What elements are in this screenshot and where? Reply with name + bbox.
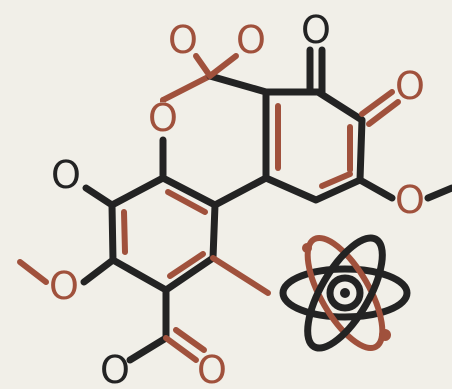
atom-o-ketone-right: O <box>395 64 425 108</box>
right-ring <box>262 88 366 204</box>
atom-o-ketone-top: O <box>301 8 331 52</box>
atom-o-methoxy-left: O <box>49 264 79 308</box>
atom-o-lactone: O <box>148 96 178 140</box>
atom-labels: O O O O O O O O O O <box>49 8 425 389</box>
atom-icon <box>279 234 411 352</box>
atom-o-ring-top-left: O <box>168 18 198 62</box>
atom-o-hydroxyl-left: O <box>51 153 81 197</box>
atom-o-methoxy-right: O <box>395 178 425 222</box>
lower-left-ring <box>108 174 219 294</box>
atom-o-ring-top-right: O <box>236 18 266 62</box>
atom-o-carboxyl-left: O <box>100 348 130 389</box>
atom-o-carboxyl-right: O <box>197 348 227 389</box>
